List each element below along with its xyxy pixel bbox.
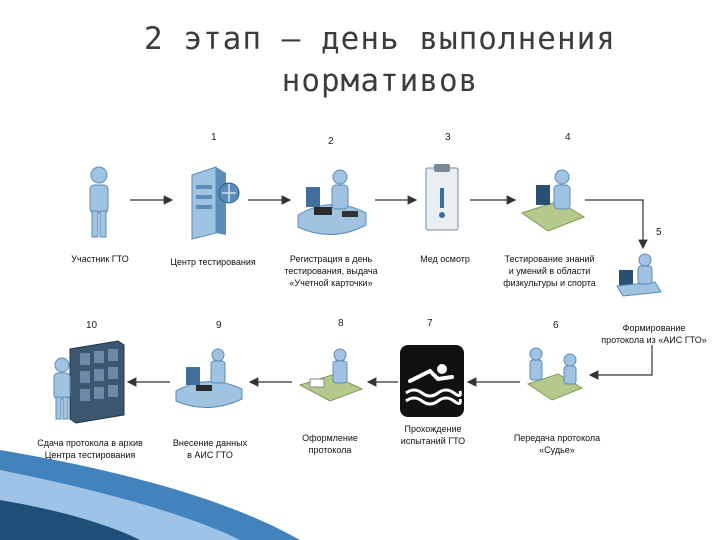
computer-user-icon: [616, 253, 662, 297]
arrow-5-to-6: [588, 345, 653, 380]
step-number-9: 9: [216, 320, 222, 331]
step-number-2: 2: [328, 136, 334, 147]
step-label-7: Прохождение испытаний ГТО: [400, 424, 466, 446]
title-line-2: нормативов: [281, 63, 479, 99]
computer-desk-icon: [520, 169, 586, 232]
person-icon: [89, 166, 109, 238]
step-label-3: Мед осмотр: [420, 254, 470, 264]
step-label-8: Оформление протокола: [302, 433, 358, 455]
data-entry-workstation-icon: [175, 348, 243, 409]
step-number-3: 3: [445, 132, 451, 143]
page-title: 2 этап – день выполнения нормативов: [60, 18, 700, 102]
server-icon: [191, 166, 240, 240]
step-number-1: 1: [211, 132, 217, 143]
step-label-10: Сдача протокола в архив Центра тестирова…: [37, 438, 143, 460]
step-label-9: Внесение данных в АИС ГТО: [172, 438, 248, 460]
step-number-6: 6: [553, 320, 559, 331]
paperwork-desk-icon: [298, 348, 364, 402]
step-number-4: 4: [565, 132, 571, 143]
medical-clipboard-icon: [425, 164, 459, 231]
step-label-1: Центр тестирования: [170, 257, 256, 267]
meeting-table-icon: [526, 347, 584, 401]
step-label-4: Тестирование знаний и умений в области ф…: [503, 254, 596, 288]
step-number-10: 10: [86, 320, 98, 331]
step-label-2: Регистрация в день тестирования, выдача …: [284, 254, 378, 288]
archive-cabinet-icon: [53, 340, 125, 424]
step-label-5: Формирование протокола из «АИС ГТО»: [601, 323, 707, 345]
step-number-5: 5: [656, 227, 662, 238]
step-number-8: 8: [338, 318, 344, 329]
desk-workstation-icon: [297, 169, 367, 236]
arrow-4-to-5: [585, 199, 648, 250]
swimming-icon: [400, 345, 464, 417]
step-number-7: 7: [427, 318, 433, 329]
participant-label: Участник ГТО: [71, 254, 129, 264]
title-line-1: 2 этап – день выполнения: [144, 21, 616, 57]
step-label-6: Передача протокола «Судье»: [513, 433, 601, 455]
